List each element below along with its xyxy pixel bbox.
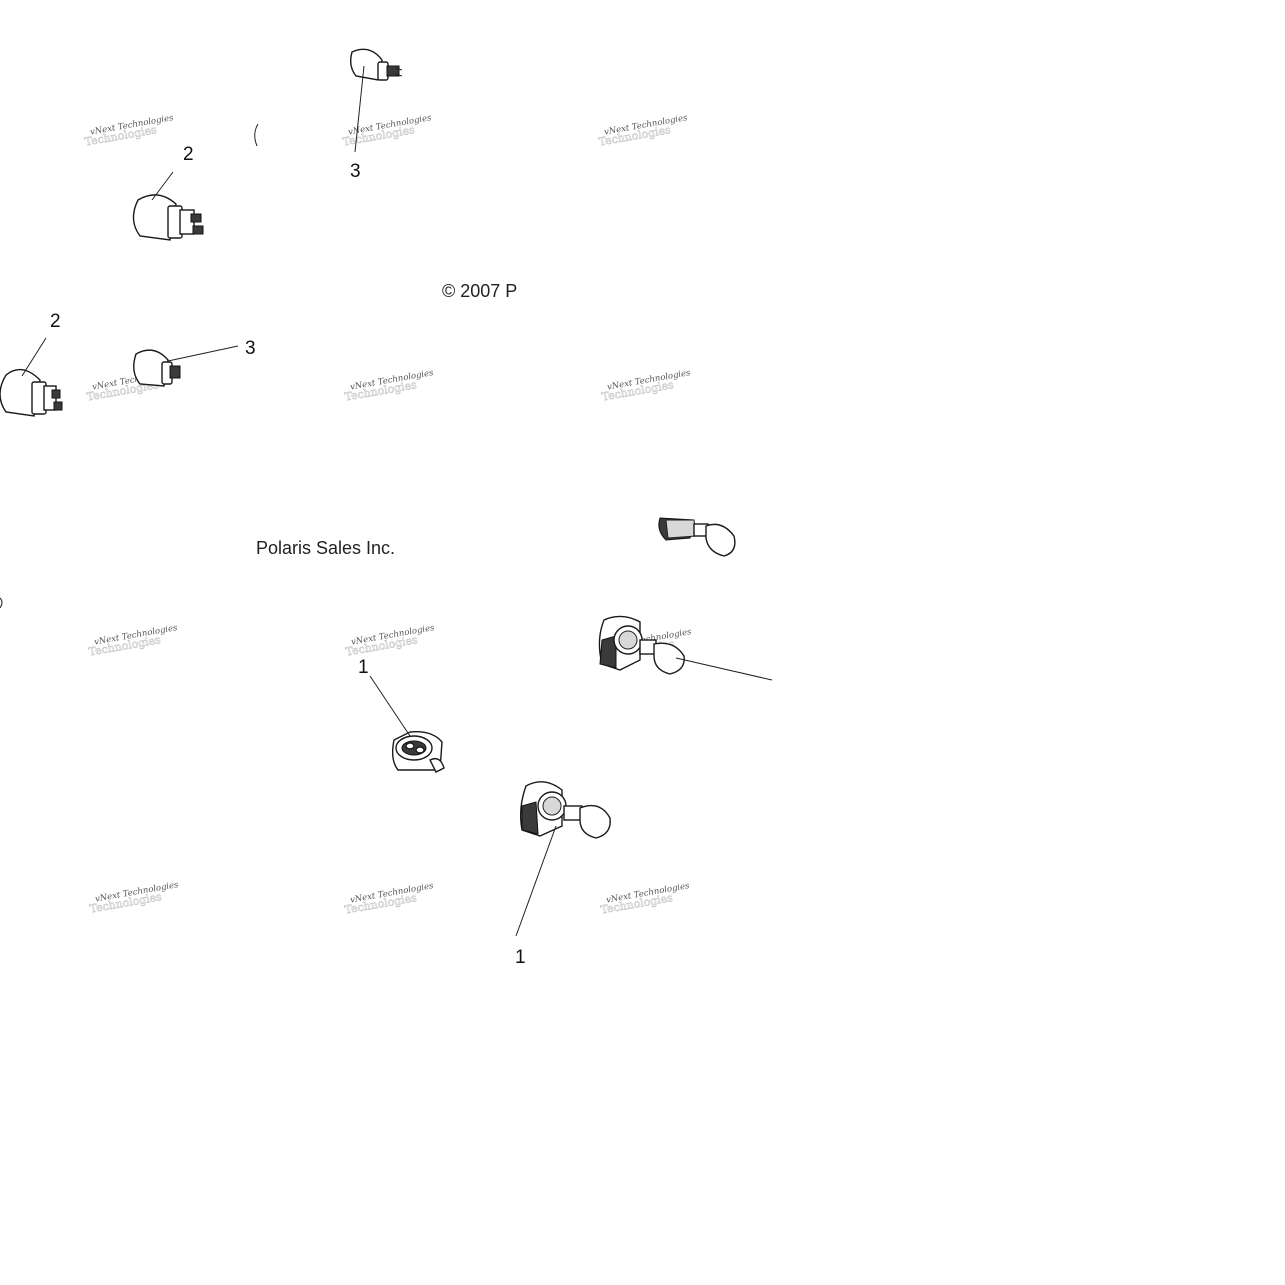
watermark: Technologies vNext Technologies — [344, 623, 435, 659]
leader-line — [675, 657, 773, 681]
arc-fragment — [254, 123, 259, 147]
headlamp-bulb-socket-bottom — [519, 781, 611, 839]
leader-line — [151, 171, 174, 201]
callout-2: 2 — [50, 311, 61, 332]
leader-line — [369, 675, 411, 737]
watermark: Technologies vNext Technologies — [88, 880, 179, 916]
headlamp-bulb-upper — [658, 517, 736, 557]
watermark: Technologies vNext Technologies — [87, 623, 178, 659]
watermark: Technologies vNext Technologies — [343, 881, 434, 917]
wedge-bulb-large-mid — [0, 368, 63, 417]
leader-line — [21, 337, 47, 377]
leader-line — [354, 65, 365, 153]
leader-line — [515, 825, 557, 937]
connector-plug — [391, 731, 445, 773]
callout-3: 3 — [350, 161, 361, 182]
watermark: Technologies vNext Technologies — [599, 881, 690, 917]
edge-fragment — [0, 597, 3, 609]
watermark: Technologies vNext Technologies — [597, 113, 688, 149]
watermark: Technologies vNext Technologies — [600, 368, 691, 404]
callout-2: 2 — [183, 144, 194, 165]
headlamp-bulb-socket-right — [598, 615, 685, 675]
copyright-caption: © 2007 P — [442, 281, 517, 301]
company-caption: Polaris Sales Inc. — [256, 538, 395, 558]
leader-line — [167, 345, 239, 362]
watermark: Technologies vNext Technologies — [343, 368, 434, 404]
callout-3: 3 — [245, 338, 256, 359]
callout-1: 1 — [515, 947, 526, 968]
wedge-bulb-small-mid — [133, 349, 181, 387]
watermark: Technologies vNext Technologies — [341, 113, 432, 149]
watermark: Technologies vNext Technologies — [83, 113, 174, 149]
wedge-bulb-small-top — [349, 48, 403, 81]
callout-1: 1 — [358, 657, 369, 678]
wedge-bulb-large-top — [132, 194, 204, 241]
